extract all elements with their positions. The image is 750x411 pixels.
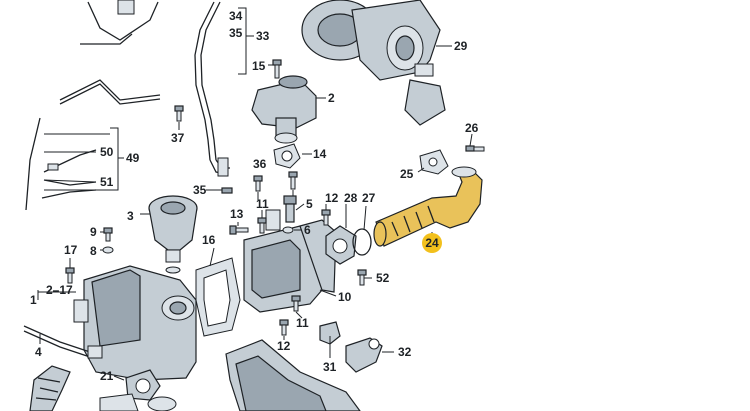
callout-34: 34: [229, 9, 243, 23]
callout-11-bottom: 11: [296, 316, 309, 330]
callout-24: 24: [425, 236, 439, 250]
gasket-14: [273, 143, 301, 169]
callout-25: 25: [400, 167, 414, 181]
washer-6: [282, 226, 294, 234]
sensor-5: [283, 195, 297, 223]
bolt-11-lower: [291, 295, 301, 312]
callout-49: 49: [126, 151, 140, 165]
callout-9: 9: [90, 225, 97, 239]
callout-27: 27: [362, 191, 376, 205]
flange-21: [99, 369, 177, 411]
bracket-49: [44, 127, 124, 191]
bolt-7: [288, 171, 298, 190]
bracket-33: [238, 7, 254, 75]
callout-13: 13: [230, 207, 244, 221]
sensor-lead-group-49: [25, 117, 97, 211]
bolt-9: [103, 227, 113, 242]
callout-33: 33: [256, 29, 270, 43]
callout-36: 36: [253, 157, 267, 171]
bolt-11-upper: [257, 217, 267, 234]
callout-31: 31: [323, 360, 337, 374]
corrugated-hose: [29, 365, 71, 411]
callout-15: 15: [252, 59, 266, 73]
callout-50: 50: [100, 145, 114, 159]
bolt-26: [465, 145, 485, 152]
bolt-52: [357, 269, 367, 286]
callout-17: 17: [64, 243, 78, 257]
gasket-25: [419, 149, 449, 175]
bolt-12-lower: [279, 319, 289, 336]
callout-52: 52: [376, 271, 390, 285]
callout-32: 32: [398, 345, 412, 359]
callout-labels: 29 34 35 33 15 2 37 14 36 35 26 25 50 49…: [30, 9, 479, 383]
hose-31: [319, 321, 341, 345]
callout-16: 16: [202, 233, 216, 247]
egr-cooler: [73, 265, 197, 381]
callout-5: 5: [306, 197, 313, 211]
bolt-36: [253, 175, 263, 192]
callout-2-17: 2–17: [46, 283, 73, 297]
callout-12-top: 12: [325, 191, 339, 205]
clamp-ring-27: [352, 228, 372, 256]
bolt-35: [221, 187, 233, 194]
callout-35-top: 35: [229, 26, 243, 40]
callout-37: 37: [171, 131, 185, 145]
callout-21: 21: [100, 369, 114, 383]
bolt-15: [272, 59, 282, 79]
callout-51: 51: [100, 175, 114, 189]
bolt-17: [65, 267, 75, 284]
callout-1: 1: [30, 293, 37, 307]
clamp-28: [325, 225, 357, 265]
callout-35-mid: 35: [193, 183, 207, 197]
callout-24-badge: 24: [422, 233, 442, 253]
egr-pipe-highlighted: [373, 166, 483, 247]
union-32: [345, 337, 383, 373]
washer-8: [102, 246, 114, 254]
gasket-16: [195, 257, 241, 337]
bolt-13: [229, 225, 249, 235]
callout-26: 26: [465, 121, 479, 135]
callout-28: 28: [344, 191, 358, 205]
connecting-pipe-4: [23, 325, 103, 359]
callout-8: 8: [90, 244, 97, 258]
coolant-pipe-top: [194, 1, 230, 177]
lower-channel: [225, 339, 361, 411]
callout-3: 3: [127, 209, 134, 223]
callout-4: 4: [35, 345, 42, 359]
wire-harness-top: [59, 0, 161, 105]
callout-12-bottom: 12: [277, 339, 291, 353]
egr-valve-housing: [243, 209, 337, 313]
callout-29: 29: [454, 39, 468, 53]
callout-14: 14: [313, 147, 327, 161]
callout-2: 2: [328, 91, 335, 105]
callout-11-top: 11: [256, 197, 269, 211]
callout-6: 6: [304, 223, 311, 237]
bolt-37: [174, 105, 184, 122]
egr-actuator: [251, 75, 317, 144]
vacuum-unit: [148, 195, 198, 274]
callout-10: 10: [338, 290, 352, 304]
turbocharger: [301, 0, 446, 126]
